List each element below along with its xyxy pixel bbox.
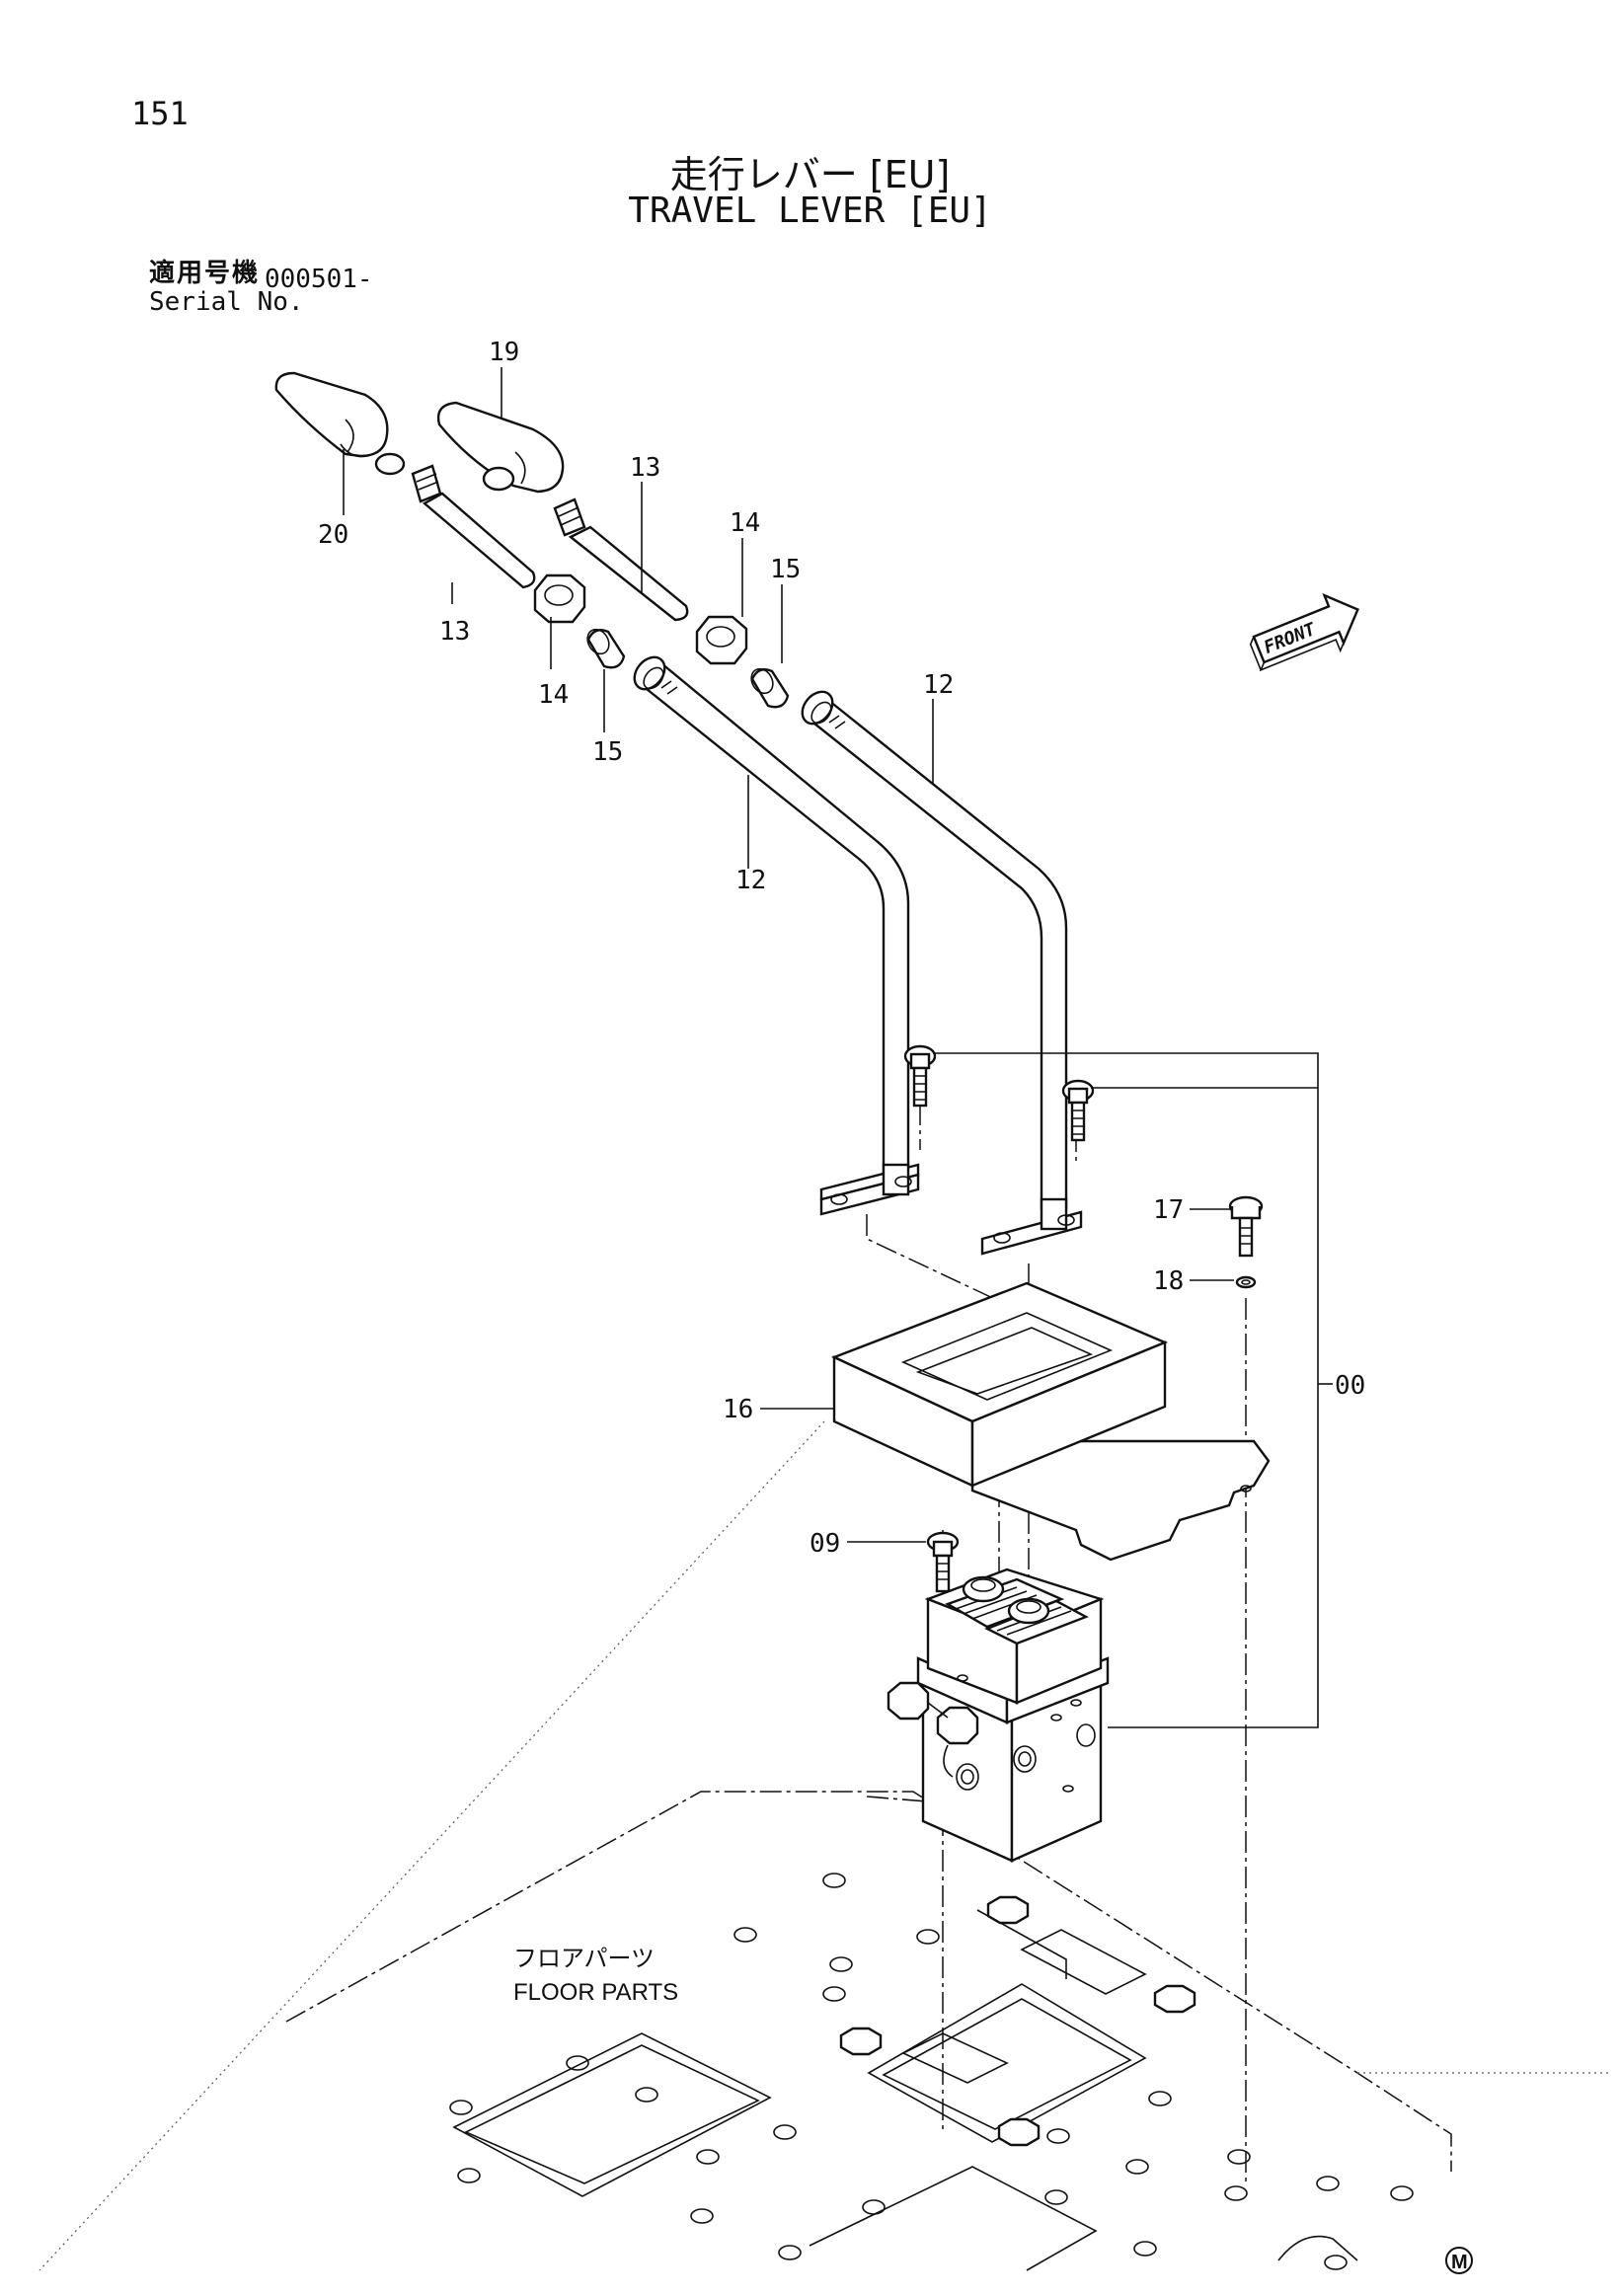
- callout-20: 20: [318, 520, 348, 550]
- part-17-bolt: [1228, 1195, 1264, 1258]
- assembly-bracket-00: [933, 1052, 1333, 1728]
- lever-bracket-left: [819, 1163, 920, 1216]
- callout-16: 16: [723, 1395, 753, 1424]
- page-number: 151: [131, 95, 189, 132]
- serial-value: 000501-: [265, 265, 373, 294]
- callout-17: 17: [1153, 1195, 1184, 1225]
- page-title-ja: 走行レバー [EU]: [669, 153, 951, 196]
- floor-label-en: FLOOR PARTS: [513, 1979, 678, 2006]
- callout-leaders: [343, 367, 1234, 1543]
- part-12-lever-left: [633, 655, 910, 1185]
- floor-hole: [449, 1873, 1414, 2270]
- floor-label-ja: フロアパーツ: [513, 1945, 655, 1972]
- floor-bolt: [839, 1895, 1196, 2147]
- callout-12-right: 12: [923, 670, 954, 700]
- callout-labels: 19 20 13 13 14 15 14 15 12 12 17 18 00 1…: [318, 338, 1365, 1559]
- corner-mark-icon: M: [1445, 2247, 1473, 2274]
- callout-13-right: 13: [630, 453, 660, 483]
- page-title-en: TRAVEL LEVER [EU]: [628, 191, 992, 231]
- bracket-screw-left: [903, 1044, 937, 1108]
- callout-13-left: 13: [439, 617, 470, 647]
- bracket-screw-right: [1061, 1079, 1095, 1142]
- corner-mark: M: [1451, 2252, 1468, 2273]
- callout-19: 19: [489, 338, 519, 367]
- callout-12-left: 12: [735, 866, 766, 895]
- pilot-valve: [887, 1568, 1110, 1863]
- callout-09: 09: [810, 1529, 840, 1559]
- part-15-collar-left: [586, 628, 626, 669]
- part-16-cover: [830, 1281, 1271, 1562]
- callout-15-left: 15: [592, 737, 623, 767]
- callout-18: 18: [1153, 1266, 1184, 1296]
- callout-14-left: 14: [538, 680, 569, 710]
- part-19-grip: [436, 401, 565, 494]
- part-18-washer: [1235, 1275, 1257, 1289]
- front-arrow-icon: FRONT: [1249, 592, 1359, 672]
- callout-15-right: 15: [770, 555, 801, 584]
- part-15-collar-right: [750, 667, 790, 709]
- part-12-lever-right: [801, 690, 1068, 1209]
- part-20-grip: [274, 371, 406, 476]
- part-13-rod-right: [553, 497, 689, 622]
- part-13-rod-left: [411, 464, 536, 589]
- floor-plate: [285, 1791, 1609, 2271]
- callout-00: 00: [1335, 1371, 1365, 1401]
- serial-label-ja: 適用号機: [149, 259, 261, 288]
- part-09-screw: [926, 1531, 960, 1593]
- serial-label-en: Serial No.: [149, 287, 304, 317]
- callout-14-right: 14: [730, 508, 760, 538]
- part-14-nut-right: [695, 615, 748, 665]
- lever-bracket-right: [980, 1197, 1083, 1256]
- part-14-nut-left: [533, 574, 586, 624]
